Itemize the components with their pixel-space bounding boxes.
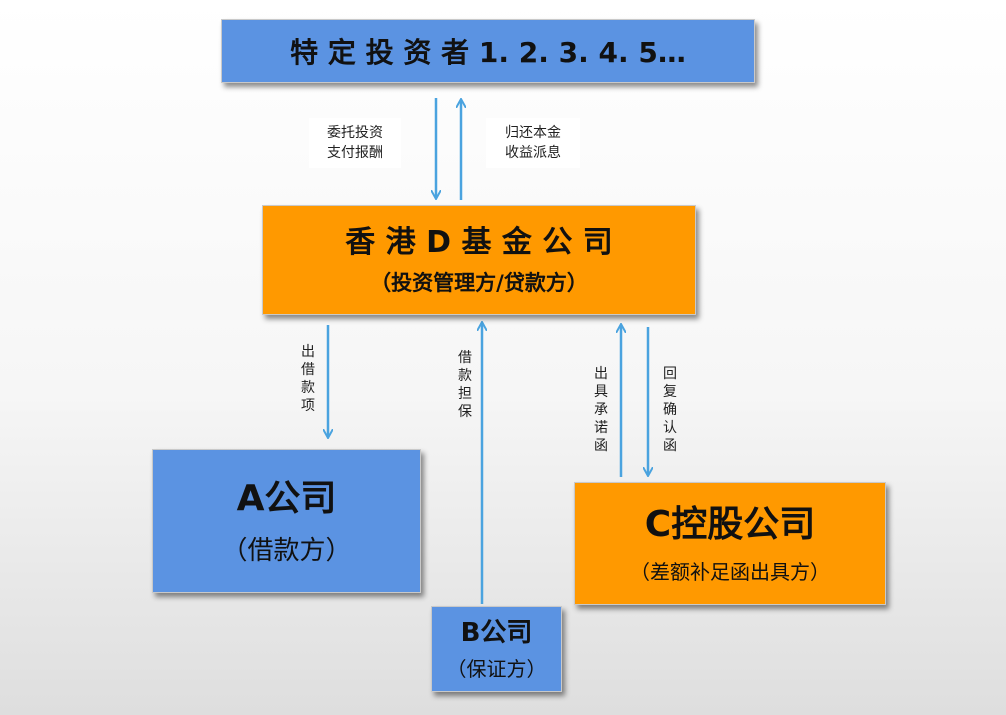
fund-subtitle: （投资管理方/贷款方）	[370, 271, 588, 295]
company-b-subtitle: （保证方）	[446, 656, 547, 681]
label-confirm: 回复确认函	[663, 366, 677, 454]
company-b-title: B公司	[460, 617, 533, 648]
company-b-box: B公司 （保证方）	[431, 606, 562, 692]
label-commitment: 出具承诺函	[594, 366, 608, 454]
company-a-box: A公司 （借款方）	[152, 449, 421, 593]
investors-title: 特 定 投 资 者 1. 2. 3. 4. 5…	[290, 36, 686, 69]
company-c-subtitle: （差额补足函出具方）	[630, 560, 830, 584]
label-loan: 出借款项	[301, 344, 315, 414]
fund-title: 香 港 D 基 金 公 司	[345, 225, 613, 260]
label-guarantee: 借款担保	[458, 350, 472, 420]
company-a-title: A公司	[236, 477, 337, 519]
label-return-line2: 收益派息	[505, 145, 561, 161]
label-return: 归还本金 收益派息	[486, 118, 580, 168]
investors-box: 特 定 投 资 者 1. 2. 3. 4. 5…	[221, 19, 755, 83]
company-a-subtitle: （借款方）	[221, 535, 352, 566]
fund-box: 香 港 D 基 金 公 司 （投资管理方/贷款方）	[262, 205, 696, 315]
label-invest-line1: 委托投资	[327, 125, 383, 141]
label-invest: 委托投资 支付报酬	[309, 118, 401, 168]
company-c-title: C控股公司	[644, 504, 816, 545]
company-c-box: C控股公司 （差额补足函出具方）	[574, 482, 886, 605]
label-return-line1: 归还本金	[505, 125, 561, 141]
label-invest-line2: 支付报酬	[327, 145, 383, 161]
